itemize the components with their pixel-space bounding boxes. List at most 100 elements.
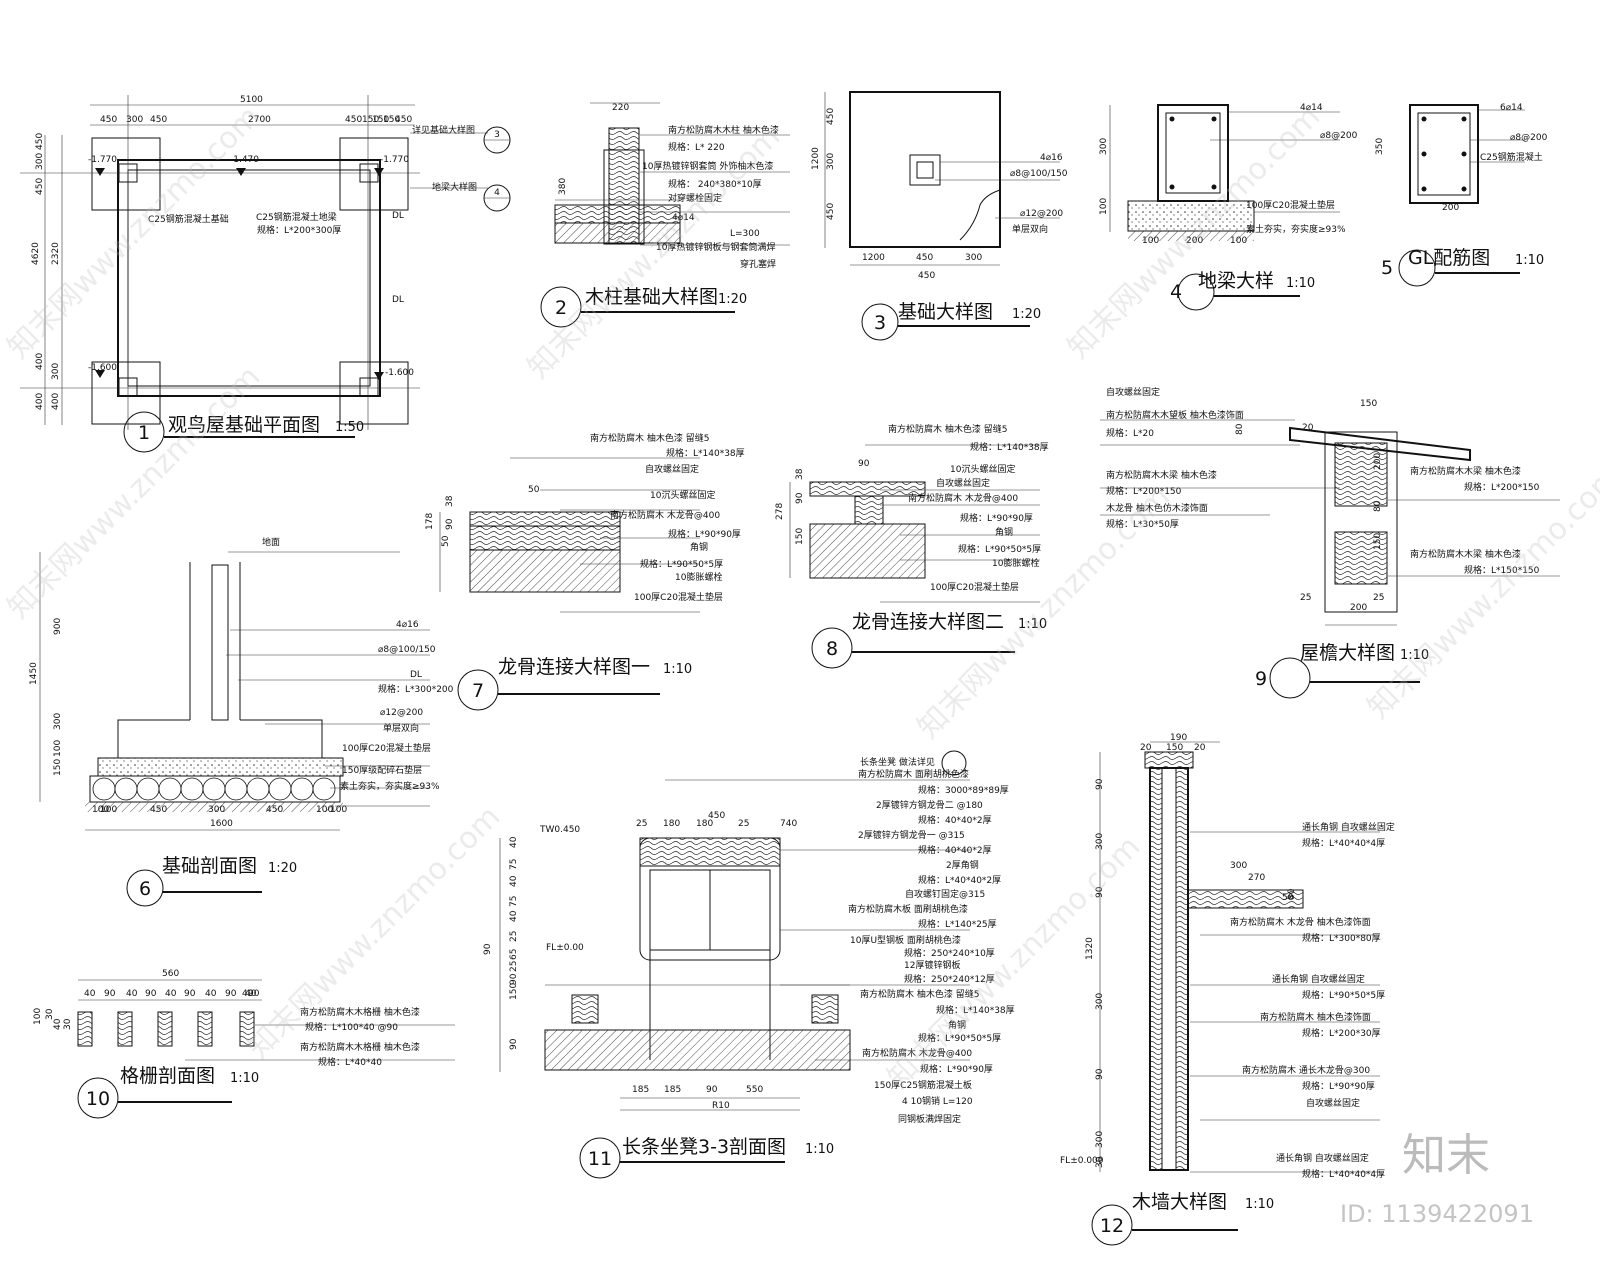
d11-dimension: 90 [509,973,519,985]
d11-annotation: 同钢板满焊固定 [898,1113,961,1125]
d11-dimension: 550 [746,1085,763,1095]
d12-annotation: 通长角钢 自攻螺丝固定 [1276,1152,1369,1164]
d6-annotation: 单层双向 [383,722,419,734]
d11-annotation: 规格：L*140*25厚 [918,918,997,930]
d7-annotation: 100厚C20混凝土垫层 [634,591,723,603]
image-id-label: ID: 1139422091 [1340,1200,1534,1228]
d12-annotation: FL±0.000 [1060,1156,1104,1166]
d5-annotation: C25钢筋混凝土 [1480,151,1543,163]
d12-dimension: 300 [1095,833,1105,850]
d3-annotation: 单层双向 [1012,223,1048,235]
d8-annotation: 10膨胀螺栓 [992,557,1039,569]
d5-annotation: 6⌀14 [1500,103,1523,113]
d6-number: 6 [139,878,151,900]
d7-annotation: 南方松防腐木 木龙骨@400 [610,509,720,521]
d6-dimension: 100 [92,805,109,815]
d1-dimension: 400 [51,393,61,410]
d4-scale: 1:10 [1286,276,1315,291]
d9-annotation: 南方松防腐木木望板 柚木色漆饰面 [1106,409,1244,421]
d8-dimension: 278 [775,503,785,520]
d3-dimension: 1200 [811,147,821,170]
d1-annotation: -1.770 [88,155,117,165]
d12-dimension: 300 [1095,993,1105,1010]
drawing-8-joist-connection-2 [789,444,1040,669]
d4-annotation: 100厚C20混凝土垫层 [1246,199,1335,211]
d2-annotation: 规格： 240*380*10厚 [668,178,762,190]
d1-annotation: -1.770 [380,155,409,165]
d11-dimension: R10 [712,1101,730,1111]
d10-dimension: 40 [53,1018,63,1030]
d10-dimension: 30 [63,1018,73,1030]
d12-scale: 1:10 [1245,1197,1274,1212]
d11-annotation: 南方松防腐木板 面刷胡桃色漆 [848,903,968,915]
d11-dimension: 185 [632,1085,649,1095]
d10-dimension: 40 [245,989,257,999]
d11-annotation: 南方松防腐木 木龙骨@400 [862,1047,972,1059]
d11-dimension: 90 [483,943,493,955]
d3-dimension: 450 [918,271,935,281]
d12-annotation: 通长角钢 自攻螺丝固定 [1272,973,1365,985]
d9-scale: 1:10 [1400,648,1429,663]
d8-title: 龙骨连接大样图二 [852,611,1004,633]
d10-annotation: 南方松防腐木木格栅 柚木色漆 [300,1006,420,1018]
drawing-5-gl-rebar [1398,104,1525,287]
d10-annotation: 规格：L*100*40 @90 [305,1021,398,1033]
d11-dimension: 65 [509,949,519,960]
d1-dimension: 450 [100,115,117,125]
d10-annotation: 南方松防腐木木格栅 柚木色漆 [300,1041,420,1053]
d8-dimension: 150 [795,528,805,545]
d12-annotation: 南方松防腐木 木龙骨 柚木色漆饰面 [1230,916,1371,928]
d4-dimension: 200 [1186,236,1203,246]
d7-dimension: 178 [425,513,435,530]
d9-annotation: 自攻螺丝固定 [1106,386,1160,398]
d12-annotation: 南方松防腐木 柚木色漆饰面 [1260,1011,1371,1023]
d10-dimension: 30 [45,1008,55,1020]
drawing-4-ground-beam [1109,104,1340,311]
d10-dimension: 40 [165,989,177,999]
d2-dimension: 220 [612,103,629,113]
d11-dimension: 40 [509,836,519,848]
d11-title: 长条坐凳3-3剖面图 [622,1136,786,1158]
d3-dimension: 450 [826,108,836,125]
d11-annotation: 规格：L*40*40*2厚 [918,874,1001,886]
drawing-12-wood-wall-detail [1091,741,1380,1246]
d11-annotation: 规格：250*240*10厚 [904,947,995,959]
d1-dimension: 150 [383,115,400,125]
d6-annotation: 100厚C20混凝土垫层 [342,742,431,754]
d6-annotation: 素土夯实，夯实度≥93% [340,780,440,792]
d10-dimension: 40 [126,989,138,999]
d8-annotation: 100厚C20混凝土垫层 [930,581,1019,593]
d11-annotation: 4 10钢销 L=120 [902,1095,973,1107]
drawing-3-foundation-detail [824,91,1060,341]
d1-dimension: 300 [51,363,61,380]
d11-annotation: 12厚镀锌钢板 [904,959,960,971]
d12-annotation: 规格：L*90*50*5厚 [1302,989,1385,1001]
d11-annotation: 规格：L*90*50*5厚 [918,1032,1001,1044]
drawing-11-bench-section [499,750,970,1179]
d7-annotation: 10膨胀螺栓 [675,571,722,583]
d12-annotation: 规格：L*40*40*4厚 [1302,1168,1385,1180]
d4-dimension: 100 [1142,236,1159,246]
d2-dimension: 380 [558,178,568,195]
d10-dimension: 90 [225,989,237,999]
d11-annotation: 规格：40*40*2厚 [918,844,992,856]
d2-title: 木柱基础大样图 [585,286,718,308]
d1-dimension: 4620 [31,242,41,265]
d1-annotation: 规格：L*200*300厚 [257,224,341,236]
d11-dimension: 180 [663,819,680,829]
d11-annotation: 2厚角钢 [946,859,979,871]
d9-annotation: 南方松防腐木木梁 柚木色漆 [1410,548,1521,560]
d8-annotation: 规格：L*90*50*5厚 [958,543,1041,555]
d11-dimension: 75 [509,896,519,907]
d11-dimension: 185 [664,1085,681,1095]
d2-annotation: L=300 [730,229,760,239]
d12-annotation: 规格：L*40*40*4厚 [1302,837,1385,849]
d1-dimension: 300 [35,153,45,170]
d6-dimension: 900 [53,618,63,635]
d11-dimension: 90 [509,1038,519,1050]
d11-annotation: 规格：L*140*38厚 [936,1004,1015,1016]
d11-dimension: 740 [780,819,797,829]
d6-dimension: 100 [316,805,333,815]
d3-title: 基础大样图 [898,301,993,323]
